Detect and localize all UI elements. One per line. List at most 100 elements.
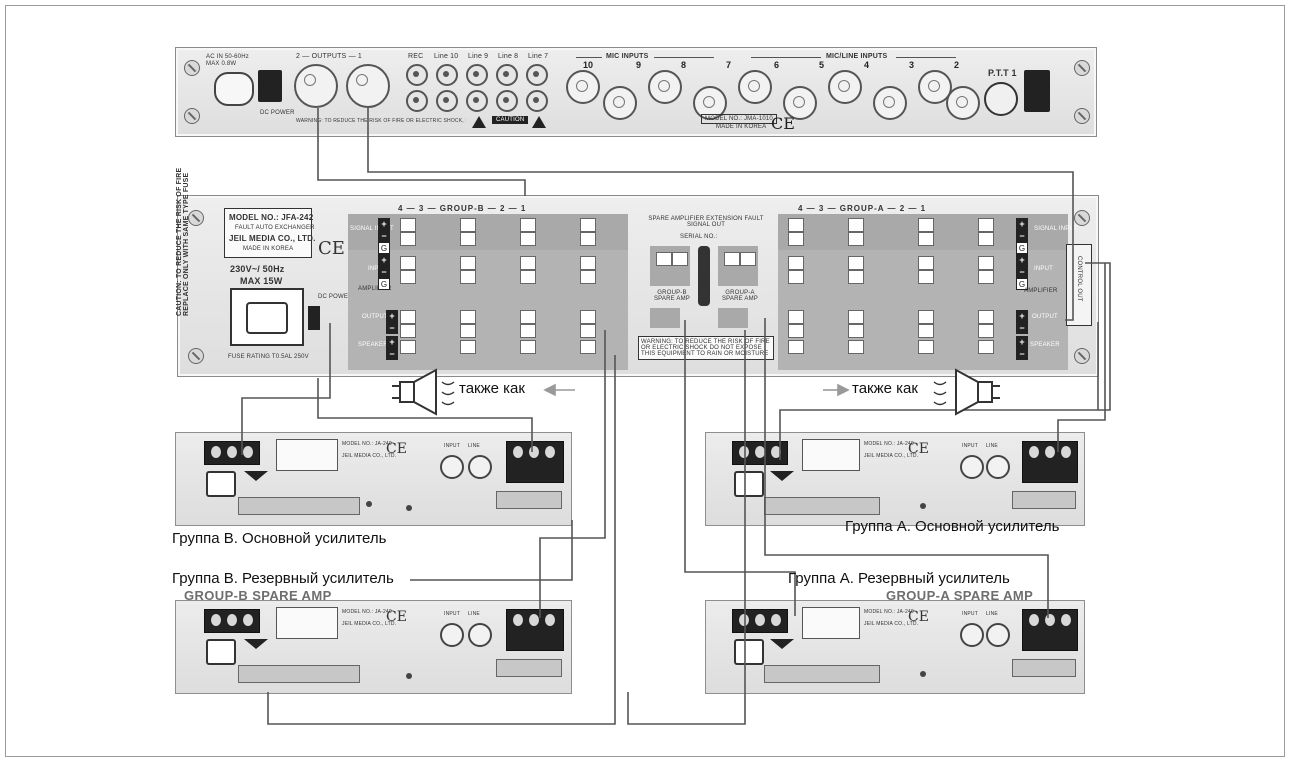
ptt-din-connector (984, 82, 1018, 116)
input-xlr (960, 455, 984, 479)
minus-terminal-icon: − (1016, 348, 1028, 360)
caution-badge: CAUTION (492, 116, 529, 124)
model-plate: MODEL NO.: JFA-242 FAULT AUTO EXCHANGER … (224, 208, 315, 258)
terminal-strip (238, 665, 360, 683)
speaker-label: SPEAKER (358, 342, 388, 348)
minus-terminal-icon: − (386, 322, 398, 334)
screw-icon (184, 60, 200, 76)
channel-number: 7 (726, 60, 732, 70)
model-number: MODEL NO.: JA-240 (342, 609, 392, 615)
line7-label: Line 7 (528, 53, 549, 60)
power-rating: 230V~/ 50Hz (230, 264, 285, 274)
rca-jack (466, 64, 488, 86)
mic-input-xlr (946, 86, 980, 120)
warning-triangle-icon (532, 116, 546, 128)
input-label: INPUT (444, 611, 460, 617)
control-out-label: CONTROL OUT (1076, 256, 1082, 302)
group-b-main-amplifier: MODEL NO.: JA-240 JEIL MEDIA CO., LTD. C… (175, 432, 572, 526)
line10-label: Line 10 (434, 53, 459, 60)
warning-triangle-icon (244, 471, 268, 481)
plus-terminal-icon: + (386, 336, 398, 348)
ce-mark: CE (386, 441, 407, 457)
ce-mark: CE (318, 238, 345, 259)
minus-terminal-icon: − (1016, 266, 1028, 278)
warning-text: WARNING: TO REDUCE THE RISK OF FIRE OR E… (296, 118, 466, 124)
rca-jack (436, 64, 458, 86)
screw-icon (1074, 60, 1090, 76)
model-plate: MODEL NO.: JMA-1010 (701, 114, 777, 124)
speaker-terminal (732, 609, 788, 633)
serial-sticker (698, 246, 710, 306)
input-xlr (986, 623, 1010, 647)
input-label: INPUT (1034, 266, 1053, 272)
line9-label: Line 9 (468, 53, 489, 60)
minus-terminal-icon: − (378, 266, 390, 278)
warning-box: WARNING: TO REDUCE THE RISK OF FIRE OR E… (638, 336, 774, 360)
signal-input-label: SIGNAL INPUT (1034, 226, 1078, 232)
serial-label: SERIAL NO.: (680, 234, 718, 240)
power-socket-icon (214, 72, 254, 106)
output-terminal (1022, 609, 1078, 651)
amplifier-label: AMPLIFIER (1024, 288, 1058, 294)
ce-mark: CE (386, 609, 407, 625)
rca-jack (496, 64, 518, 86)
output-label: OUTPUT (1032, 314, 1058, 320)
rca-jack (526, 90, 548, 112)
mic-input-xlr (648, 70, 682, 104)
outputs-header: 2 — OUTPUTS — 1 (296, 53, 363, 60)
minus-terminal-icon: − (1016, 322, 1028, 334)
line-label: LINE (468, 443, 480, 449)
rca-jack (466, 90, 488, 112)
ce-mark: CE (908, 609, 929, 625)
group-b-header: 4 — 3 — GROUP-B — 2 — 1 (398, 204, 527, 213)
caution-vertical-text: CAUTION: TO REDUCE THE RISK OF FIRE REPL… (176, 167, 190, 316)
warning-label-box (802, 607, 860, 639)
model-subtitle: FAULT AUTO EXCHANGER (235, 225, 315, 231)
channel-number: 9 (636, 60, 642, 70)
mixer-rear-panel: AC IN 50-60Hz MAX 0.8W DC POWER 2 — OUTP… (175, 47, 1097, 137)
group-b-spare-amp-label: GROUP-B SPARE AMP (653, 290, 691, 302)
mic-input-xlr (566, 70, 600, 104)
channel-number: 8 (681, 60, 687, 70)
output-1-xlr (346, 64, 390, 108)
also-like-left-label: также как (457, 380, 527, 397)
mic-input-xlr (738, 70, 772, 104)
group-a-spare-amplifier: MODEL NO.: JA-240 JEIL MEDIA CO., LTD. C… (705, 600, 1085, 694)
group-a-spare-label: Группа А. Резервный усилитель (788, 570, 1010, 587)
plus-terminal-icon: + (1016, 218, 1028, 230)
minus-terminal-icon: − (378, 230, 390, 242)
max-power: MAX 15W (240, 276, 283, 286)
iec-power-socket-icon (734, 471, 764, 497)
model-number: MODEL NO.: JFA-242 (229, 213, 314, 222)
company-name: JEIL MEDIA CO., LTD. (864, 621, 919, 627)
minus-terminal-icon: − (1016, 230, 1028, 242)
iec-power-socket-icon (734, 639, 764, 665)
ac-in-label: AC IN 50-60Hz (206, 54, 249, 60)
plus-terminal-icon: + (1016, 336, 1028, 348)
spare-a-out-block (718, 308, 748, 328)
screw-icon (188, 210, 204, 226)
input-label: INPUT (962, 611, 978, 617)
group-a-spare-print: GROUP-A SPARE AMP (886, 588, 1034, 603)
output-label: OUTPUT (362, 314, 388, 320)
terminal-strip (764, 665, 880, 683)
dc-power-label: DC POWER (318, 294, 353, 300)
dc-power-label: DC POWER (260, 110, 295, 116)
group-b-spare-print: GROUP-B SPARE AMP (184, 588, 332, 603)
model-number: MODEL NO.: JA-240 (864, 609, 914, 615)
input-label: INPUT (962, 443, 978, 449)
fuse-rating: FUSE RATING T0.5AL 250V (228, 354, 309, 360)
iec-power-socket-icon (230, 288, 304, 346)
output-terminal-strip (496, 491, 562, 509)
speaker-terminal (204, 441, 260, 465)
dc-terminal (308, 306, 320, 330)
mic-input-xlr (603, 86, 637, 120)
group-b-main-label: Группа B. Основной усилитель (172, 530, 387, 547)
ptt-label: P.T.T 1 (988, 68, 1017, 78)
channel-number: 10 (583, 60, 594, 70)
model-number: MODEL NO.: JA-240 (342, 441, 392, 447)
group-a-header: 4 — 3 — GROUP-A — 2 — 1 (798, 204, 927, 213)
warning-label-box (276, 439, 338, 471)
input-xlr (440, 623, 464, 647)
mic-input-xlr (873, 86, 907, 120)
